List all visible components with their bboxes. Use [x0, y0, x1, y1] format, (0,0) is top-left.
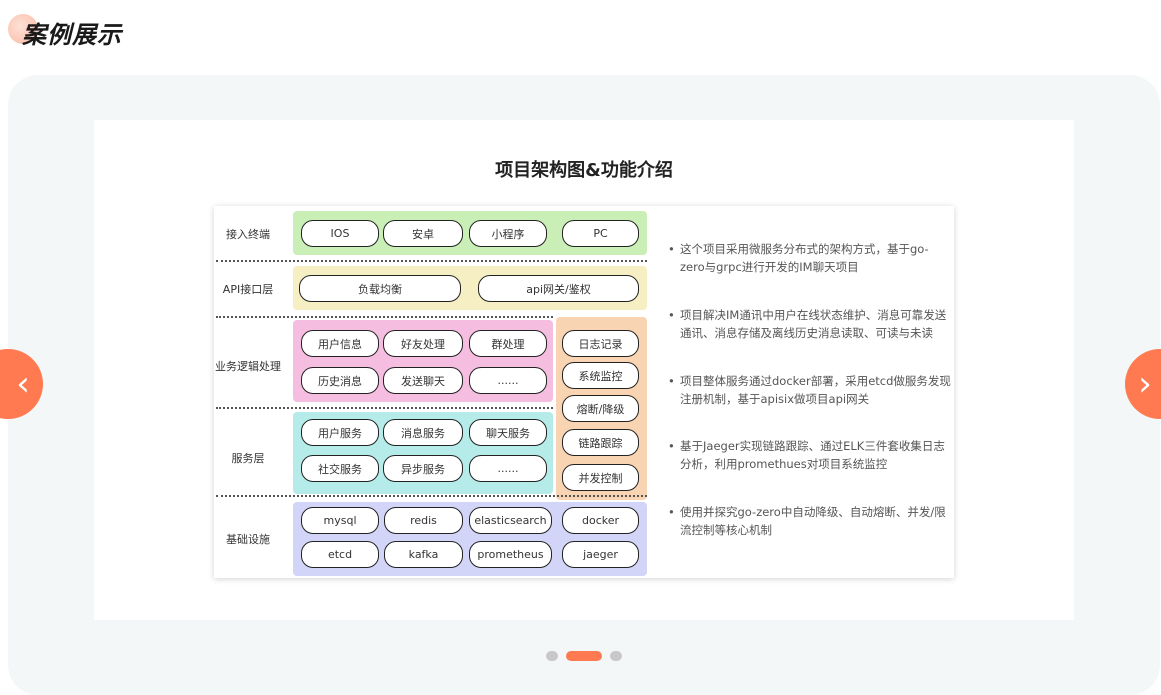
feature-bullet: 这个项目采用微服务分布式的架构方式，基于go-zero与grpc进行开发的IM聊… — [668, 240, 953, 276]
node: 用户信息 — [301, 330, 379, 357]
node: redis — [384, 507, 463, 534]
feature-bullet: 项目整体服务通过docker部署，采用etcd做服务发现注册机制，基于apisi… — [668, 372, 953, 408]
layer-label: API接口层 — [222, 283, 274, 296]
node: ...... — [469, 367, 547, 394]
node: 群处理 — [469, 330, 547, 357]
node: 负载均衡 — [299, 275, 461, 302]
divider — [216, 407, 553, 409]
layer-label: 接入终端 — [226, 228, 270, 241]
carousel-indicator-3[interactable] — [610, 651, 622, 661]
carousel-indicator-2-active[interactable] — [566, 651, 602, 661]
node: IOS — [301, 220, 379, 247]
node: jaeger — [562, 541, 639, 568]
node: elasticsearch — [469, 507, 552, 534]
node: 链路跟踪 — [562, 429, 639, 456]
layer-label: 业务逻辑处理 — [215, 360, 281, 373]
node: 发送聊天 — [383, 367, 463, 394]
node: PC — [562, 220, 639, 247]
node: docker — [562, 507, 639, 534]
divider — [216, 260, 647, 262]
node: 日志记录 — [562, 330, 639, 357]
node: mysql — [301, 507, 379, 534]
node: 熔断/降级 — [562, 395, 639, 422]
slide-title: 项目架构图&功能介绍 — [495, 160, 673, 181]
node: 历史消息 — [301, 367, 379, 394]
feature-bullet: 使用并探究go-zero中自动降级、自动熔断、并发/限流控制等核心机制 — [668, 503, 953, 539]
node: 用户服务 — [301, 419, 379, 446]
node: kafka — [384, 541, 463, 568]
feature-bullet: 基于Jaeger实现链路跟踪、通过ELK三件套收集日志分析，利用promethu… — [668, 437, 953, 473]
node: 小程序 — [469, 220, 547, 247]
carousel-indicator-1[interactable] — [546, 651, 558, 661]
node: prometheus — [469, 541, 552, 568]
node: 安卓 — [383, 220, 463, 247]
layer-label: 服务层 — [231, 452, 265, 465]
node: etcd — [301, 541, 379, 568]
divider — [216, 316, 553, 318]
chevron-right-icon: › — [1138, 364, 1152, 404]
chevron-left-icon: ‹ — [16, 364, 30, 404]
node: 消息服务 — [383, 419, 463, 446]
feature-bullet: 项目解决IM通讯中用户在线状态维护、消息可靠发送通讯、消息存储及离线历史消息读取… — [668, 306, 953, 342]
layer-label: 基础设施 — [226, 533, 270, 546]
node: 社交服务 — [301, 455, 379, 482]
node: 系统监控 — [562, 362, 639, 389]
divider — [216, 495, 647, 497]
section-title-decoration — [8, 14, 38, 44]
node: 好友处理 — [383, 330, 463, 357]
node: api网关/鉴权 — [478, 275, 639, 302]
node: ...... — [469, 455, 547, 482]
node: 聊天服务 — [469, 419, 547, 446]
section-title: 案例展示 — [22, 21, 122, 49]
node: 并发控制 — [562, 464, 639, 491]
node: 异步服务 — [383, 455, 463, 482]
